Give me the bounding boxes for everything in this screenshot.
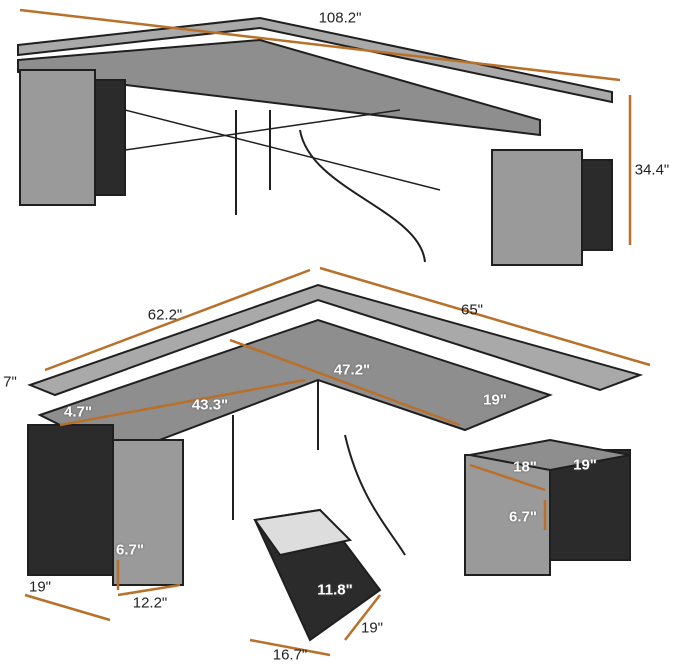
label-file-drawer-width: 16.7" [272,646,308,664]
left-drawers [112,439,184,586]
label-right-desk-length: 47.2" [333,361,371,379]
label-straight-length: 108.2" [318,9,362,27]
dimension-arrows [19,8,651,657]
left-drawer-unit [19,69,96,206]
label-shelf-height: 4.7" [64,403,92,421]
label-left-drawer-height: 6.7" [116,541,144,559]
left-fabric-drawers [27,424,114,576]
label-cabinet-drawer-height: 6.7" [509,508,537,526]
label-cabinet-depth: 19" [573,456,597,474]
top-shelf [17,16,613,104]
l-top-shelf [27,283,644,397]
label-left-depth: 19" [28,578,52,596]
label-file-drawer-height: 11.8" [317,581,353,599]
label-left-drawer-width: 12.2" [132,594,168,612]
label-right-length: 65" [460,301,484,319]
l-desk [27,283,644,642]
label-shelf-depth: 7" [3,373,17,391]
straight-desk [17,16,613,266]
label-right-desk-depth: 19" [483,391,507,409]
label-cabinet-width: 18" [513,458,537,476]
label-file-drawer-depth: 19" [360,619,384,637]
label-left-length: 62.2" [147,306,183,324]
right-cabinet [464,454,551,576]
left-fabric-side [94,79,126,196]
label-height: 34.4" [634,161,670,179]
label-left-desk-length: 43.3" [191,396,229,414]
desktop [17,38,541,137]
right-cabinet [491,149,583,266]
